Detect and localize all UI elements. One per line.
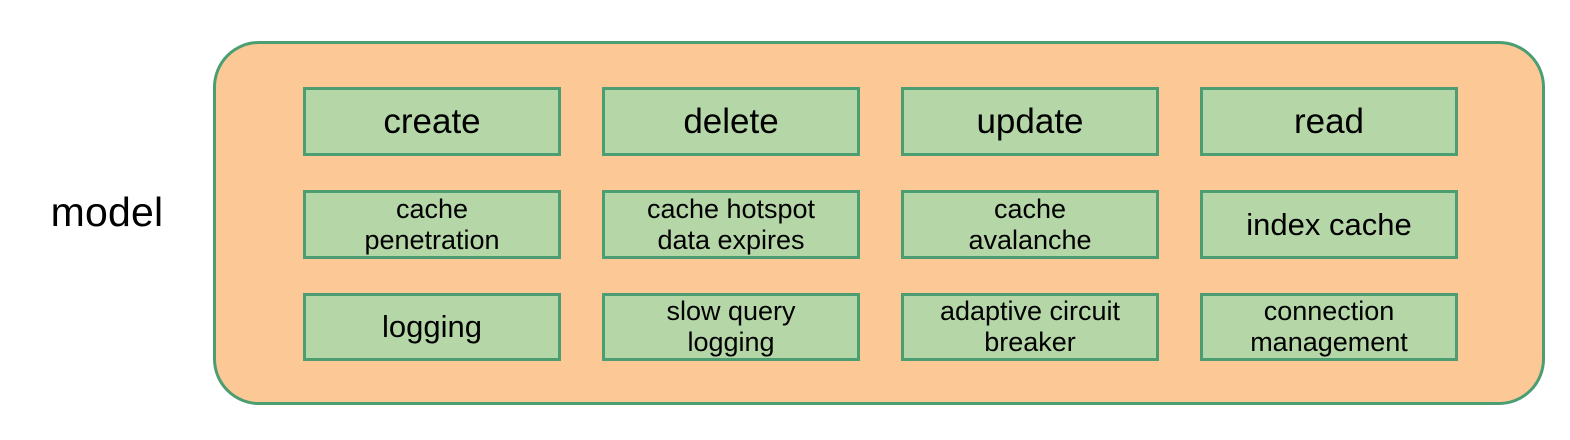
model-node-label: adaptive circuit breaker — [939, 296, 1121, 357]
model-node-label: create — [383, 101, 481, 141]
model-node-label: cache penetration — [364, 193, 500, 255]
model-node-label: cache avalanche — [968, 193, 1092, 255]
model-node-label: read — [1293, 101, 1365, 141]
model-node-label: delete — [683, 101, 779, 141]
model-node[interactable]: adaptive circuit breaker — [901, 293, 1159, 361]
model-label: model — [50, 189, 164, 235]
model-node[interactable]: create — [303, 87, 561, 156]
model-node[interactable]: logging — [303, 293, 561, 361]
model-node[interactable]: cache avalanche — [901, 190, 1159, 259]
model-node-label: slow query logging — [666, 296, 796, 357]
model-node[interactable]: connection management — [1200, 293, 1458, 361]
model-node-label: index cache — [1246, 206, 1412, 242]
model-node[interactable]: delete — [602, 87, 860, 156]
model-node[interactable]: read — [1200, 87, 1458, 156]
model-container: create delete update read cache penetration c… — [213, 41, 1545, 405]
model-node-label: logging — [382, 309, 482, 344]
model-node-label: cache hotspot data expires — [646, 193, 816, 255]
model-node[interactable]: update — [901, 87, 1159, 156]
model-node-label: update — [976, 101, 1084, 141]
model-node[interactable]: cache hotspot data expires — [602, 190, 860, 259]
model-node-grid: create delete update read cache penetration c… — [303, 87, 1459, 361]
model-node-label: connection management — [1250, 296, 1408, 357]
model-node[interactable]: cache penetration — [303, 190, 561, 259]
model-node[interactable]: index cache — [1200, 190, 1458, 259]
model-node[interactable]: slow query logging — [602, 293, 860, 361]
